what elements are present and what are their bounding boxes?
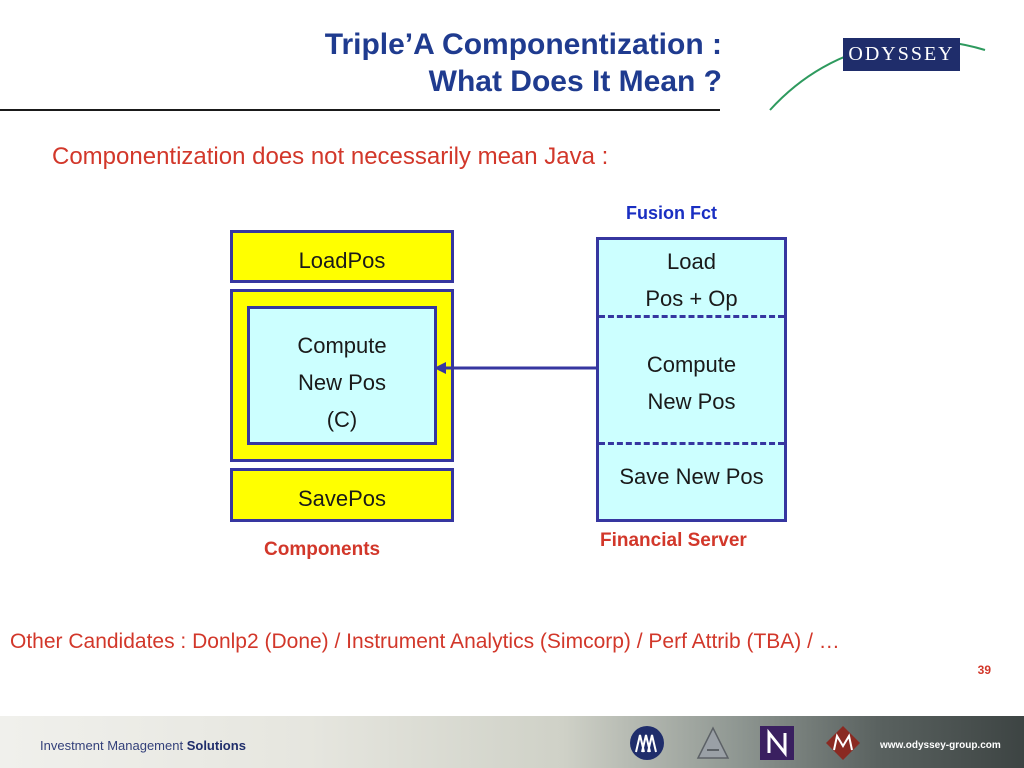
odyssey-logo-text: ODYSSEY — [843, 38, 960, 71]
section-divider-1 — [599, 315, 784, 318]
savepos-label: SavePos — [297, 486, 387, 511]
page-number: 39 — [977, 663, 991, 677]
fusion-fct-label: Fusion Fct — [626, 203, 717, 223]
server-load-line-1: Load — [667, 249, 716, 274]
section-divider-2 — [599, 442, 784, 445]
compute-inner-box: Compute New Pos (C) — [247, 306, 437, 445]
server-compute-line-1: Compute — [646, 352, 737, 377]
server-compute-line-2: New Pos — [647, 389, 736, 414]
arrow-left-icon — [434, 362, 596, 374]
footer-logo-n-icon — [760, 726, 794, 760]
odyssey-logo: ODYSSEY — [760, 22, 990, 117]
server-save-label: Save New Pos — [619, 464, 764, 489]
footer-logo-m-icon — [826, 726, 860, 760]
other-candidates-text: Other Candidates : Donlp2 (Done) / Instr… — [10, 630, 840, 653]
slide-subtitle: Componentization does not necessarily me… — [52, 143, 609, 170]
title-divider — [0, 109, 720, 111]
footer-url: www.odyssey-group.com — [880, 740, 1001, 751]
compute-line-3: (C) — [326, 407, 358, 432]
footer-tagline: Investment Management Solutions — [40, 738, 246, 753]
server-load-line-2: Pos + Op — [645, 286, 738, 311]
compute-line-1: Compute — [297, 333, 387, 358]
compute-outer-box: Compute New Pos (C) — [230, 289, 454, 462]
footer-tagline-bold: Solutions — [186, 738, 246, 753]
financial-server-caption: Financial Server — [600, 530, 747, 551]
loadpos-box: LoadPos — [230, 230, 454, 283]
footer-logo-aaa-icon — [630, 726, 664, 760]
footer-bar: Investment Management Solutions www.odys… — [0, 716, 1024, 768]
financial-server-box: Load Pos + Op Compute New Pos Save New P… — [596, 237, 787, 522]
components-caption: Components — [264, 539, 381, 560]
title-line-2: What Does It Mean ? — [428, 65, 722, 98]
compute-line-2: New Pos — [297, 370, 387, 395]
slide-title: Triple’A Componentization : What Does It… — [325, 26, 722, 100]
savepos-box: SavePos — [230, 468, 454, 522]
footer-logo-a-icon — [696, 726, 730, 759]
footer-tagline-regular: Investment Management — [40, 738, 187, 753]
loadpos-label: LoadPos — [298, 248, 386, 273]
title-line-1: Triple’A Componentization : — [324, 28, 722, 61]
